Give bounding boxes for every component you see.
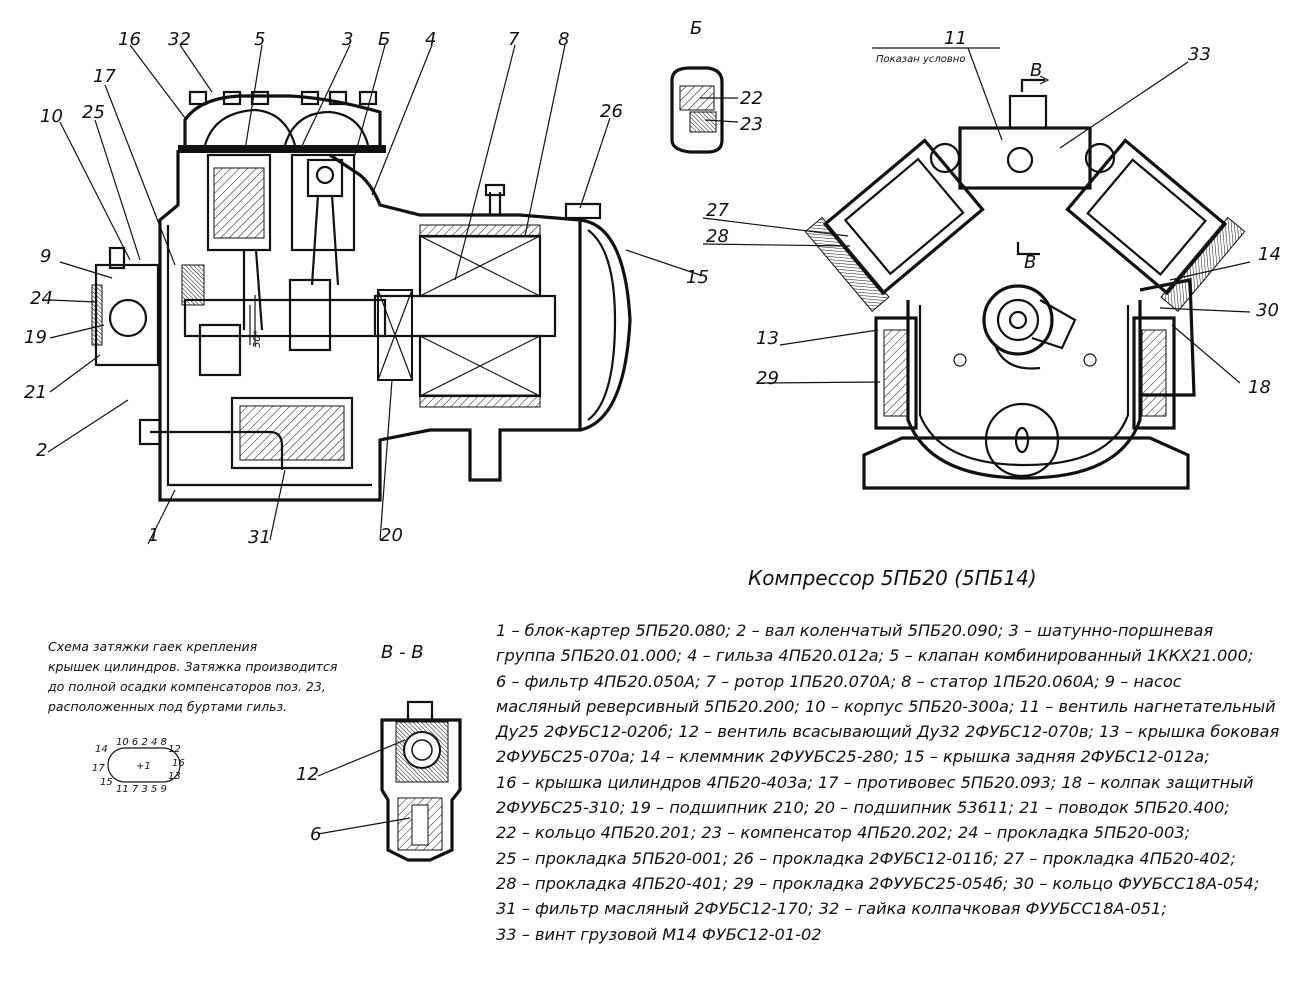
callout-b: Б <box>378 29 390 50</box>
legend-line: 2ФУУБС25-310; 19 – подшипник 210; 20 – п… <box>496 798 1230 818</box>
cap-nuts <box>188 90 378 106</box>
callout-9: 9 <box>40 246 51 267</box>
scheme-center: +1 <box>136 761 151 772</box>
legend-line: масляный реверсивный 5ПБ20.200; 10 – кор… <box>496 696 1276 716</box>
callout-19: 19 <box>24 327 47 348</box>
legend-line: 33 – винт грузовой М14 ФУБС12-01-02 <box>496 924 822 944</box>
left-leaders <box>47 44 701 545</box>
section-arrow-top: В <box>1030 60 1042 81</box>
callout-33: 33 <box>1188 44 1211 65</box>
callout-3: 3 <box>342 29 353 50</box>
legend-line: 25 – прокладка 5ПБ20-001; 26 – прокладка… <box>496 848 1236 868</box>
tightening-scheme: 10 6 2 4 8 14 17 15 12 16 13 +1 11 7 3 5… <box>92 737 185 795</box>
callout-29: 29 <box>756 368 779 389</box>
shown-conditionally-note: Показан условно <box>876 54 965 65</box>
scheme-right-lower: 13 <box>168 771 181 782</box>
callout-5: 5 <box>254 29 265 50</box>
legend-line: 16 – крышка цилиндров 4ПБ20-403а; 17 – п… <box>496 772 1254 792</box>
legend-line: 6 – фильтр 4ПБ20.050А; 7 – ротор 1ПБ20.0… <box>496 671 1182 691</box>
scheme-right-mid: 16 <box>172 758 185 769</box>
callout-1: 1 <box>148 525 159 546</box>
longitudinal-section-view: 50* <box>91 90 632 502</box>
section-arrow-bottom: В <box>1024 252 1036 273</box>
detail-b: Б 22 23 <box>670 18 763 154</box>
scheme-top-numbers: 10 6 2 4 8 <box>116 737 167 748</box>
callout-13: 13 <box>756 328 779 349</box>
callout-14: 14 <box>1258 244 1281 265</box>
section-vv-view: 12 6 <box>296 700 462 862</box>
scheme-left-lower: 17 <box>92 763 105 774</box>
scheme-bottom-numbers: 11 7 3 5 9 <box>116 784 167 795</box>
scheme-right-upper: 12 <box>168 744 181 755</box>
drawing-title: Компрессор 5ПБ20 (5ПБ14) <box>748 566 1037 590</box>
callout-2: 2 <box>36 440 47 461</box>
right-leaders <box>702 47 1251 384</box>
legend-line: 1 – блок-картер 5ПБ20.080; 2 – вал колен… <box>496 621 1214 640</box>
callout-22: 22 <box>740 88 763 109</box>
note-line: расположенных под буртами гильз. <box>48 699 288 714</box>
callout-30: 30 <box>1256 300 1279 321</box>
callout-20: 20 <box>380 525 403 546</box>
callout-32: 32 <box>168 29 191 50</box>
callout-12: 12 <box>296 764 319 785</box>
legend-line: 22 – кольцо 4ПБ20.201; 23 – компенсатор … <box>496 823 1191 843</box>
note-line: крышек цилиндров. Затяжка производится <box>48 659 338 674</box>
callout-28: 28 <box>706 226 729 247</box>
scheme-left-upper: 14 <box>95 744 108 755</box>
callout-17: 17 <box>93 66 116 87</box>
detail-b-title: Б <box>690 18 702 39</box>
tightening-note: Схема затяжки гаек крепления крышек цили… <box>48 637 338 717</box>
right-callout-labels: 11 Показан условно 33 27 28 14 30 13 29 … <box>706 28 1281 398</box>
note-line: до полной осадки компенсаторов поз. 23, <box>48 679 326 694</box>
callout-4: 4 <box>425 29 436 50</box>
note-line: Схема затяжки гаек крепления <box>48 639 258 654</box>
parts-legend: 1 – блок-картер 5ПБ20.080; 2 – вал колен… <box>496 618 1286 947</box>
left-callout-labels: 16 32 5 3 Б 4 7 8 17 25 10 26 9 24 19 21… <box>24 29 709 548</box>
callout-25: 25 <box>82 102 105 123</box>
callout-8: 8 <box>558 29 569 50</box>
callout-23: 23 <box>740 114 763 135</box>
callout-26: 26 <box>600 101 623 122</box>
callout-18: 18 <box>1248 377 1271 398</box>
callout-16: 16 <box>118 29 141 50</box>
callout-10: 10 <box>40 106 63 127</box>
cross-section-view: В В <box>804 60 1246 490</box>
callout-15: 15 <box>686 267 709 288</box>
legend-line: группа 5ПБ20.01.000; 4 – гильза 4ПБ20.01… <box>496 646 1254 666</box>
legend-line: 28 – прокладка 4ПБ20-401; 29 – прокладка… <box>496 873 1260 893</box>
callout-24: 24 <box>30 288 53 309</box>
callout-6: 6 <box>310 824 321 845</box>
callout-7: 7 <box>508 29 520 50</box>
callout-27: 27 <box>706 200 729 221</box>
section-vv-title: В - В <box>381 642 424 663</box>
legend-line: 31 – фильтр масляный 2ФУБС12-170; 32 – г… <box>496 899 1167 919</box>
legend-line: 2ФУУБС25-070а; 14 – клеммник 2ФУУБС25-28… <box>496 747 1210 767</box>
callout-31: 31 <box>248 527 271 548</box>
dimension-50: 50* <box>252 330 263 348</box>
callout-11: 11 <box>944 28 967 49</box>
scheme-left-bottom: 15 <box>100 777 113 788</box>
legend-line: Ду25 2ФУБС12-020б; 12 – вентиль всасываю… <box>496 722 1280 742</box>
callout-21: 21 <box>24 382 47 403</box>
